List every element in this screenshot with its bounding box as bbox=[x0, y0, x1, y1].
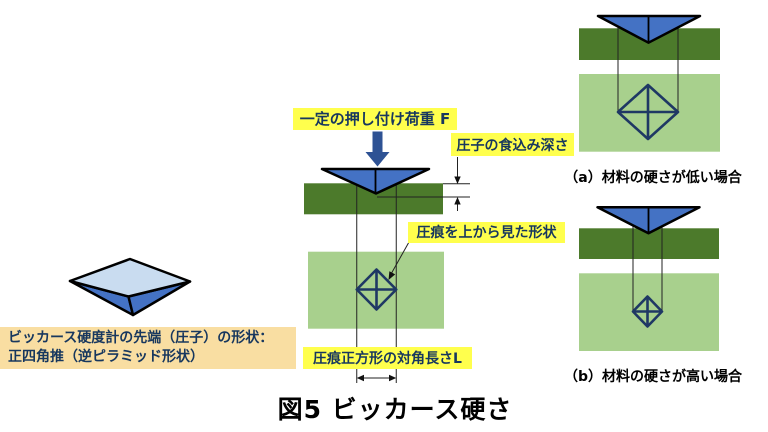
indenter-shape-caption-line2: 正四角推（逆ピラミッド形状） bbox=[8, 349, 204, 365]
indenter-pyramid bbox=[68, 257, 192, 317]
indentation-top-view-label: 圧痕を上から見た形状 bbox=[408, 221, 565, 243]
topview-arrowhead-icon bbox=[388, 271, 396, 280]
case-a-indentation-diamond bbox=[616, 83, 680, 141]
depth-arrowhead-down-icon bbox=[454, 176, 461, 184]
case-b-indentation-diamond bbox=[631, 295, 664, 328]
case-b-caption: （b）材料の硬さが高い場合 bbox=[563, 368, 743, 385]
figure-title: 図5 ビッカース硬さ bbox=[277, 395, 513, 424]
force-arrow-icon bbox=[365, 131, 390, 167]
case-b-diagram bbox=[579, 206, 719, 351]
depth-arrowhead-up-icon bbox=[454, 197, 461, 205]
pyramid-top-face bbox=[68, 257, 192, 298]
topview-annotation-line bbox=[390, 241, 410, 276]
diagonal-arrowhead-right-icon bbox=[389, 374, 397, 382]
indenter-shape-caption-line1: ビッカース硬度計の先端（圧子）の形状： bbox=[8, 330, 274, 346]
case-a-diagram bbox=[579, 14, 720, 152]
diagonal-arrowhead-left-icon bbox=[356, 374, 364, 382]
indentation-diagonal-label: 圧痕正方形の対角長さL bbox=[303, 346, 472, 369]
main-diagram bbox=[304, 131, 470, 383]
force-load-label: 一定の押し付け荷重 F bbox=[293, 107, 457, 130]
indentation-diamond-main bbox=[355, 268, 398, 311]
indenter-depth-label: 圧子の食込み深さ bbox=[451, 133, 574, 156]
case-a-caption: （a）材料の硬さが低い場合 bbox=[564, 169, 742, 186]
indenter-shape-caption: ビッカース硬度計の先端（圧子）の形状： 正四角推（逆ピラミッド形状） bbox=[0, 327, 296, 369]
